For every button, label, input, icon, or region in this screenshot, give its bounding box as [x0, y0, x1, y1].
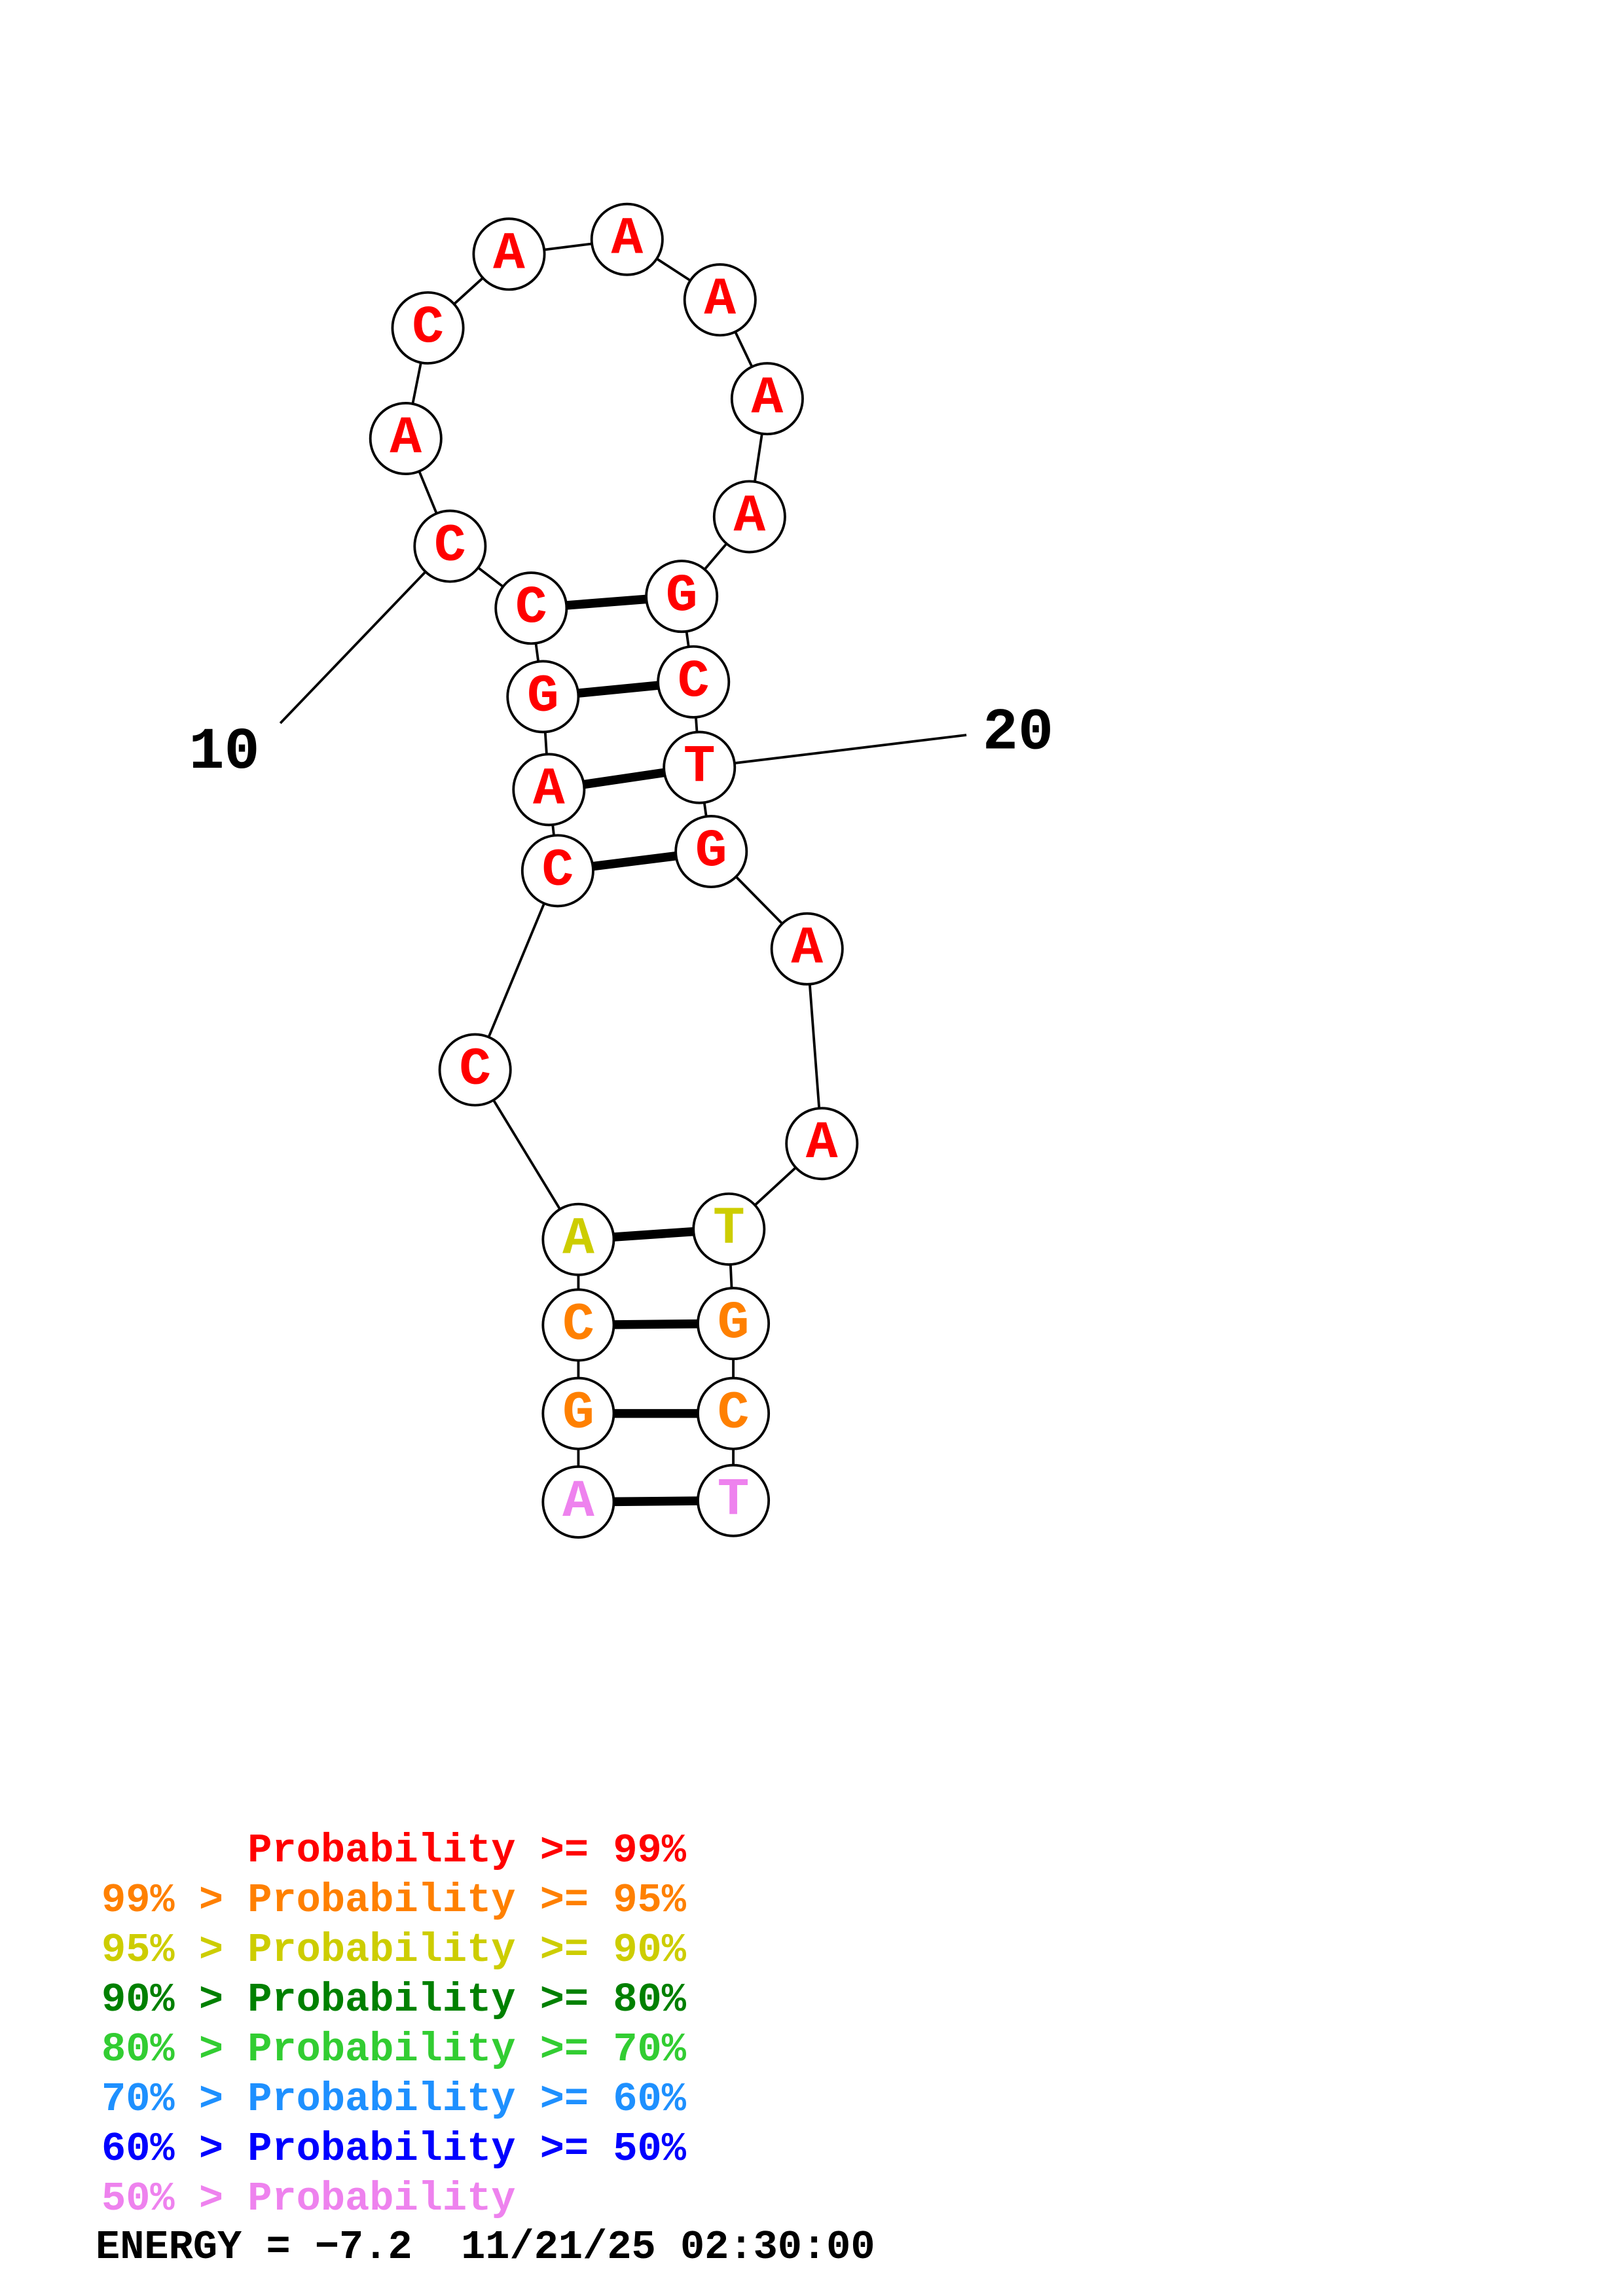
legend-item: 70% > Probability >= 60% — [101, 2076, 686, 2123]
legend-item: 90% > Probability >= 80% — [101, 1977, 686, 2023]
nucleotide-circle — [541, 1288, 615, 1362]
nucleotide-circle — [590, 202, 664, 276]
nucleotide-circle — [663, 730, 737, 804]
nucleotide-base-letter: G — [562, 1384, 594, 1444]
nucleotide-base-letter: C — [459, 1040, 491, 1100]
nucleotide-base-letter: A — [791, 919, 823, 979]
nucleotide-circle — [413, 509, 487, 583]
nucleotide-circle — [712, 480, 786, 554]
nucleotide-base-letter: A — [611, 209, 643, 270]
nucleotide-circle — [438, 1033, 512, 1107]
nucleotide-circle — [657, 645, 731, 719]
legend-item: 50% > Probability — [101, 2176, 516, 2222]
nucleotide-circle — [697, 1463, 771, 1537]
nucleotide-circle — [697, 1287, 771, 1361]
nucleotide-circle — [512, 753, 586, 827]
nucleotide-base-letter: T — [713, 1199, 745, 1259]
leader-line — [699, 734, 967, 769]
nucleotide-circle — [674, 815, 748, 889]
nucleotide-circle — [369, 401, 443, 476]
nucleotide-base-letter: C — [718, 1384, 750, 1444]
sequence-number-labels: 10 20 — [189, 700, 1053, 786]
nucleotide-circle — [541, 1376, 615, 1450]
nucleotide-circle — [494, 571, 568, 645]
nucleotide-base-letter: T — [684, 738, 716, 798]
nucleotide-circle — [472, 217, 546, 291]
nucleotide-base-letter: A — [390, 408, 422, 469]
nucleotide-circle — [541, 1202, 615, 1276]
nucleotide-circle — [697, 1376, 771, 1450]
sequence-number-label: 10 — [189, 719, 259, 786]
energy-footer: ENERGY = −7.2 11/21/25 02:30:00 — [96, 2224, 875, 2270]
legend-item: 60% > Probability >= 50% — [101, 2126, 686, 2172]
legend-item: 99% > Probability >= 95% — [101, 1877, 686, 1924]
nucleotide-circle — [785, 1107, 859, 1181]
nucleotide-base-letter: C — [434, 516, 466, 577]
nucleotide-base-letter: A — [806, 1113, 838, 1174]
legend-item: Probability >= 99% — [101, 1827, 686, 1874]
nucleotide-circle — [506, 660, 580, 734]
nucleotide-circle — [692, 1192, 766, 1266]
nucleotide-base-letter: A — [493, 224, 525, 284]
probability-legend: Probability >= 99%99% > Probability >= 9… — [101, 1826, 686, 2224]
leader-line — [279, 545, 451, 725]
nucleotide-base-letter: A — [704, 270, 736, 330]
nucleotide-circle — [645, 560, 719, 634]
nucleotide-base-letter: G — [527, 666, 559, 726]
nucleotide-circle — [391, 291, 465, 365]
nucleotide-base-letter: G — [718, 1293, 750, 1354]
nucleotide-base-letter: G — [666, 566, 698, 626]
nucleotide-base-letter: C — [678, 652, 710, 712]
nucleotide-circle — [541, 1465, 615, 1539]
nucleotide-base-letter: G — [695, 821, 727, 882]
nucleotide-base-letter: A — [562, 1472, 594, 1532]
nucleotide-base-letter: C — [515, 578, 547, 638]
nucleotide-base-letter: A — [562, 1210, 594, 1270]
nucleotide-base-letter: C — [542, 840, 574, 901]
legend-item: 80% > Probability >= 70% — [101, 2026, 686, 2073]
legend-item: 95% > Probability >= 90% — [101, 1927, 686, 1973]
nucleotide-circle — [683, 263, 757, 337]
nucleotide-circle — [730, 362, 804, 436]
nucleotide-circle — [520, 834, 594, 908]
nucleotide-base-letter: T — [718, 1471, 750, 1531]
nucleotide-base-letter: A — [533, 759, 565, 819]
nucleotide-base-letter: A — [734, 486, 766, 547]
nucleotide-circle — [770, 912, 844, 986]
nucleotide-base-letter: C — [412, 298, 444, 358]
nucleotide-base-letter: C — [562, 1295, 594, 1355]
nucleotide-base-letter: A — [752, 368, 784, 429]
number-leader-lines — [279, 545, 967, 769]
sequence-number-label: 20 — [983, 700, 1053, 767]
